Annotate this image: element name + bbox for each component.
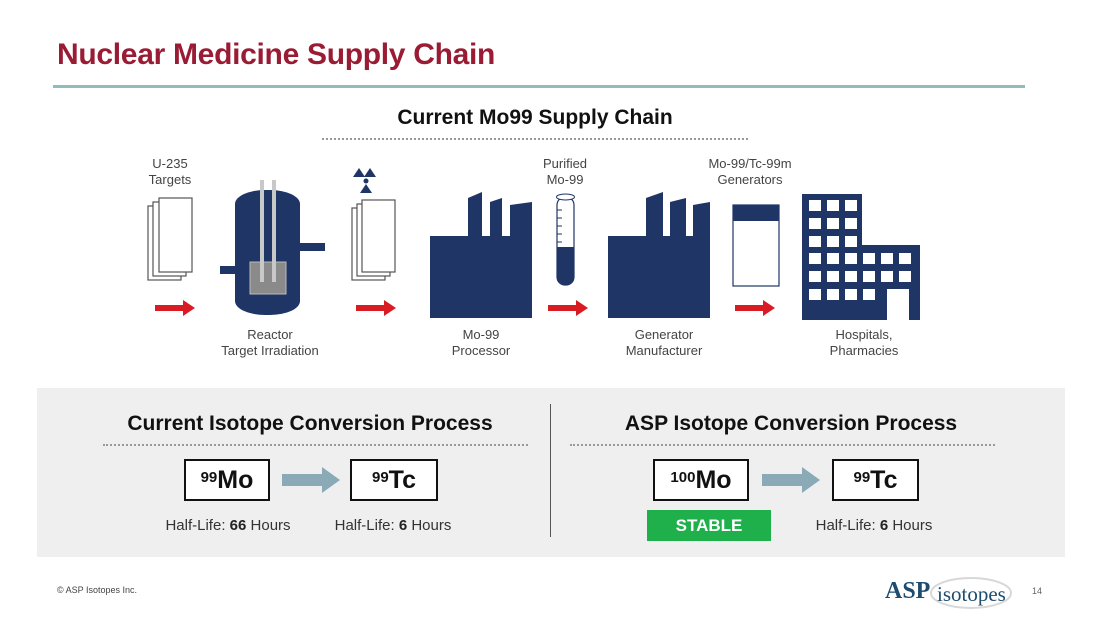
heading-underline [103, 444, 528, 446]
supply-chain-heading: Current Mo99 Supply Chain [397, 106, 673, 129]
asp-isotopes-logo: ASP isotopes [885, 574, 1013, 610]
tc99-half-life: Half-Life: 6 Hours [334, 517, 452, 534]
arrow-icon [735, 300, 775, 316]
copyright: © ASP Isotopes Inc. [57, 585, 138, 595]
hospital-icon [802, 194, 920, 320]
current-process-heading: Current Isotope Conversion Process [127, 412, 493, 435]
test-tube-icon [556, 193, 575, 286]
tc99-half-life: Half-Life: 6 Hours [815, 517, 933, 534]
stable-badge: STABLE [647, 510, 771, 541]
title-divider [53, 85, 1025, 88]
heading-underline [570, 444, 995, 446]
reactor-icon [220, 180, 325, 315]
heading-underline [322, 138, 748, 140]
targets-icon [147, 197, 193, 281]
processor-factory-icon [430, 192, 532, 318]
label-hospitals: Hospitals,Pharmacies [829, 327, 899, 358]
irradiated-targets-icon [351, 199, 396, 281]
mo99-half-life: Half-Life: 66 Hours [165, 517, 291, 534]
panel-divider [550, 404, 551, 537]
arrow-icon [155, 300, 195, 316]
manufacturer-factory-icon [608, 192, 710, 318]
asp-process-heading: ASP Isotope Conversion Process [624, 412, 958, 435]
arrow-icon [356, 300, 396, 316]
conversion-arrow-icon [762, 467, 820, 493]
generator-icon [732, 204, 780, 287]
radiation-icon [353, 168, 376, 193]
slide-title: Nuclear Medicine Supply Chain [57, 38, 496, 71]
page-number: 14 [1032, 586, 1043, 596]
arrow-icon [548, 300, 588, 316]
conversion-arrow-icon [282, 467, 340, 493]
supply-chain-icons [147, 168, 920, 320]
